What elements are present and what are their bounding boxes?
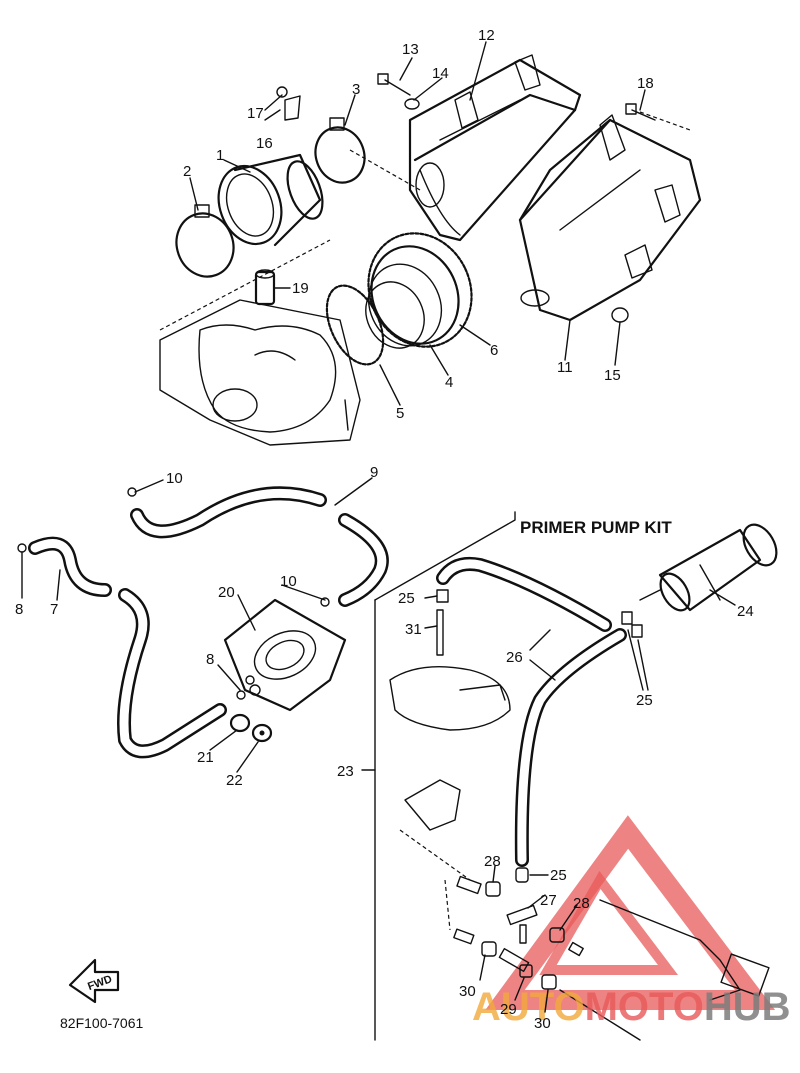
hose-clips: [17, 487, 330, 700]
primer-pump: [639, 523, 778, 612]
callout-10b: 10: [280, 573, 297, 590]
callout-17: 17: [247, 105, 264, 122]
callout-25b: 25: [636, 692, 653, 709]
callout-11: 11: [557, 359, 573, 376]
clamp-2: [175, 204, 235, 278]
callout-28b: 28: [573, 895, 590, 912]
callout-15: 15: [604, 367, 621, 384]
fuel-pump: [223, 598, 347, 712]
callout-3: 3: [352, 81, 360, 98]
leader-lines: [21, 41, 736, 1013]
callout-6: 6: [490, 342, 498, 359]
callout-20: 20: [218, 584, 235, 601]
svg-text:AUTOMOTOHUB: AUTOMOTOHUB: [472, 985, 791, 1029]
callout-16: 16: [256, 135, 273, 152]
watermark-logo: [485, 815, 776, 1010]
bracket-16-17: [276, 86, 301, 121]
watermark-part2: MOTO: [585, 985, 704, 1029]
airbox-case: [408, 54, 582, 242]
callout-7: 7: [50, 601, 58, 618]
fuel-hose-7: [28, 536, 227, 759]
callout-2: 2: [183, 163, 191, 180]
callout-30a: 30: [459, 983, 476, 1000]
callout-26: 26: [506, 649, 523, 666]
callout-19: 19: [292, 280, 309, 297]
callout-22: 22: [226, 772, 243, 789]
callout-31: 31: [405, 621, 422, 638]
callout-9: 9: [370, 464, 378, 481]
airbox-cover: [518, 114, 702, 322]
callout-27: 27: [540, 892, 557, 909]
callout-10a: 10: [166, 470, 183, 487]
callout-8b: 8: [206, 651, 214, 668]
nut-21: [229, 713, 251, 733]
callout-25a: 25: [398, 590, 415, 607]
engine-outline-kit: [389, 666, 511, 931]
kit-hose-26: [436, 556, 627, 867]
callout-labels: 1 2 3 4 5 6 7 8 8 9 10 10 11 12 13 14 15…: [15, 27, 754, 1032]
callout-8a: 8: [15, 601, 23, 618]
intake-joint: [217, 153, 324, 247]
callout-24: 24: [737, 603, 754, 620]
watermark-text: AUTOMOTOHUB: [472, 985, 791, 1029]
callout-13: 13: [402, 41, 419, 58]
callout-18: 18: [637, 75, 654, 92]
callout-4: 4: [445, 374, 453, 391]
callout-30b: 30: [534, 1015, 551, 1032]
kit-fittings: [453, 875, 770, 1041]
watermark-part1: AUTO: [472, 985, 585, 1029]
kit-nipples-25-31: [436, 589, 643, 883]
clamp-3: [314, 117, 366, 184]
fasteners-13-14-15-18: [377, 73, 691, 323]
collar-19: [254, 269, 276, 306]
callout-12: 12: [478, 27, 495, 44]
primer-pump-kit-title: PRIMER PUMP KIT: [520, 518, 672, 537]
watermark-part3: HUB: [704, 985, 791, 1029]
callout-5: 5: [396, 405, 404, 422]
fwd-arrow-icon: FWD: [68, 958, 120, 1004]
primer-pump-kit-frame: [361, 511, 516, 1041]
callout-25c: 25: [550, 867, 567, 884]
callout-28a: 28: [484, 853, 501, 870]
callout-23: 23: [337, 763, 354, 780]
callout-29: 29: [500, 1001, 517, 1018]
engine-outline-upper: [159, 149, 421, 446]
breather-hose-9: [130, 486, 389, 607]
washer-22: [251, 723, 273, 743]
diagram-code: 82F100-7061: [60, 1015, 144, 1031]
air-filter: [325, 232, 473, 366]
callout-1: 1: [216, 147, 224, 164]
callout-21: 21: [197, 749, 214, 766]
callout-14: 14: [432, 65, 449, 82]
